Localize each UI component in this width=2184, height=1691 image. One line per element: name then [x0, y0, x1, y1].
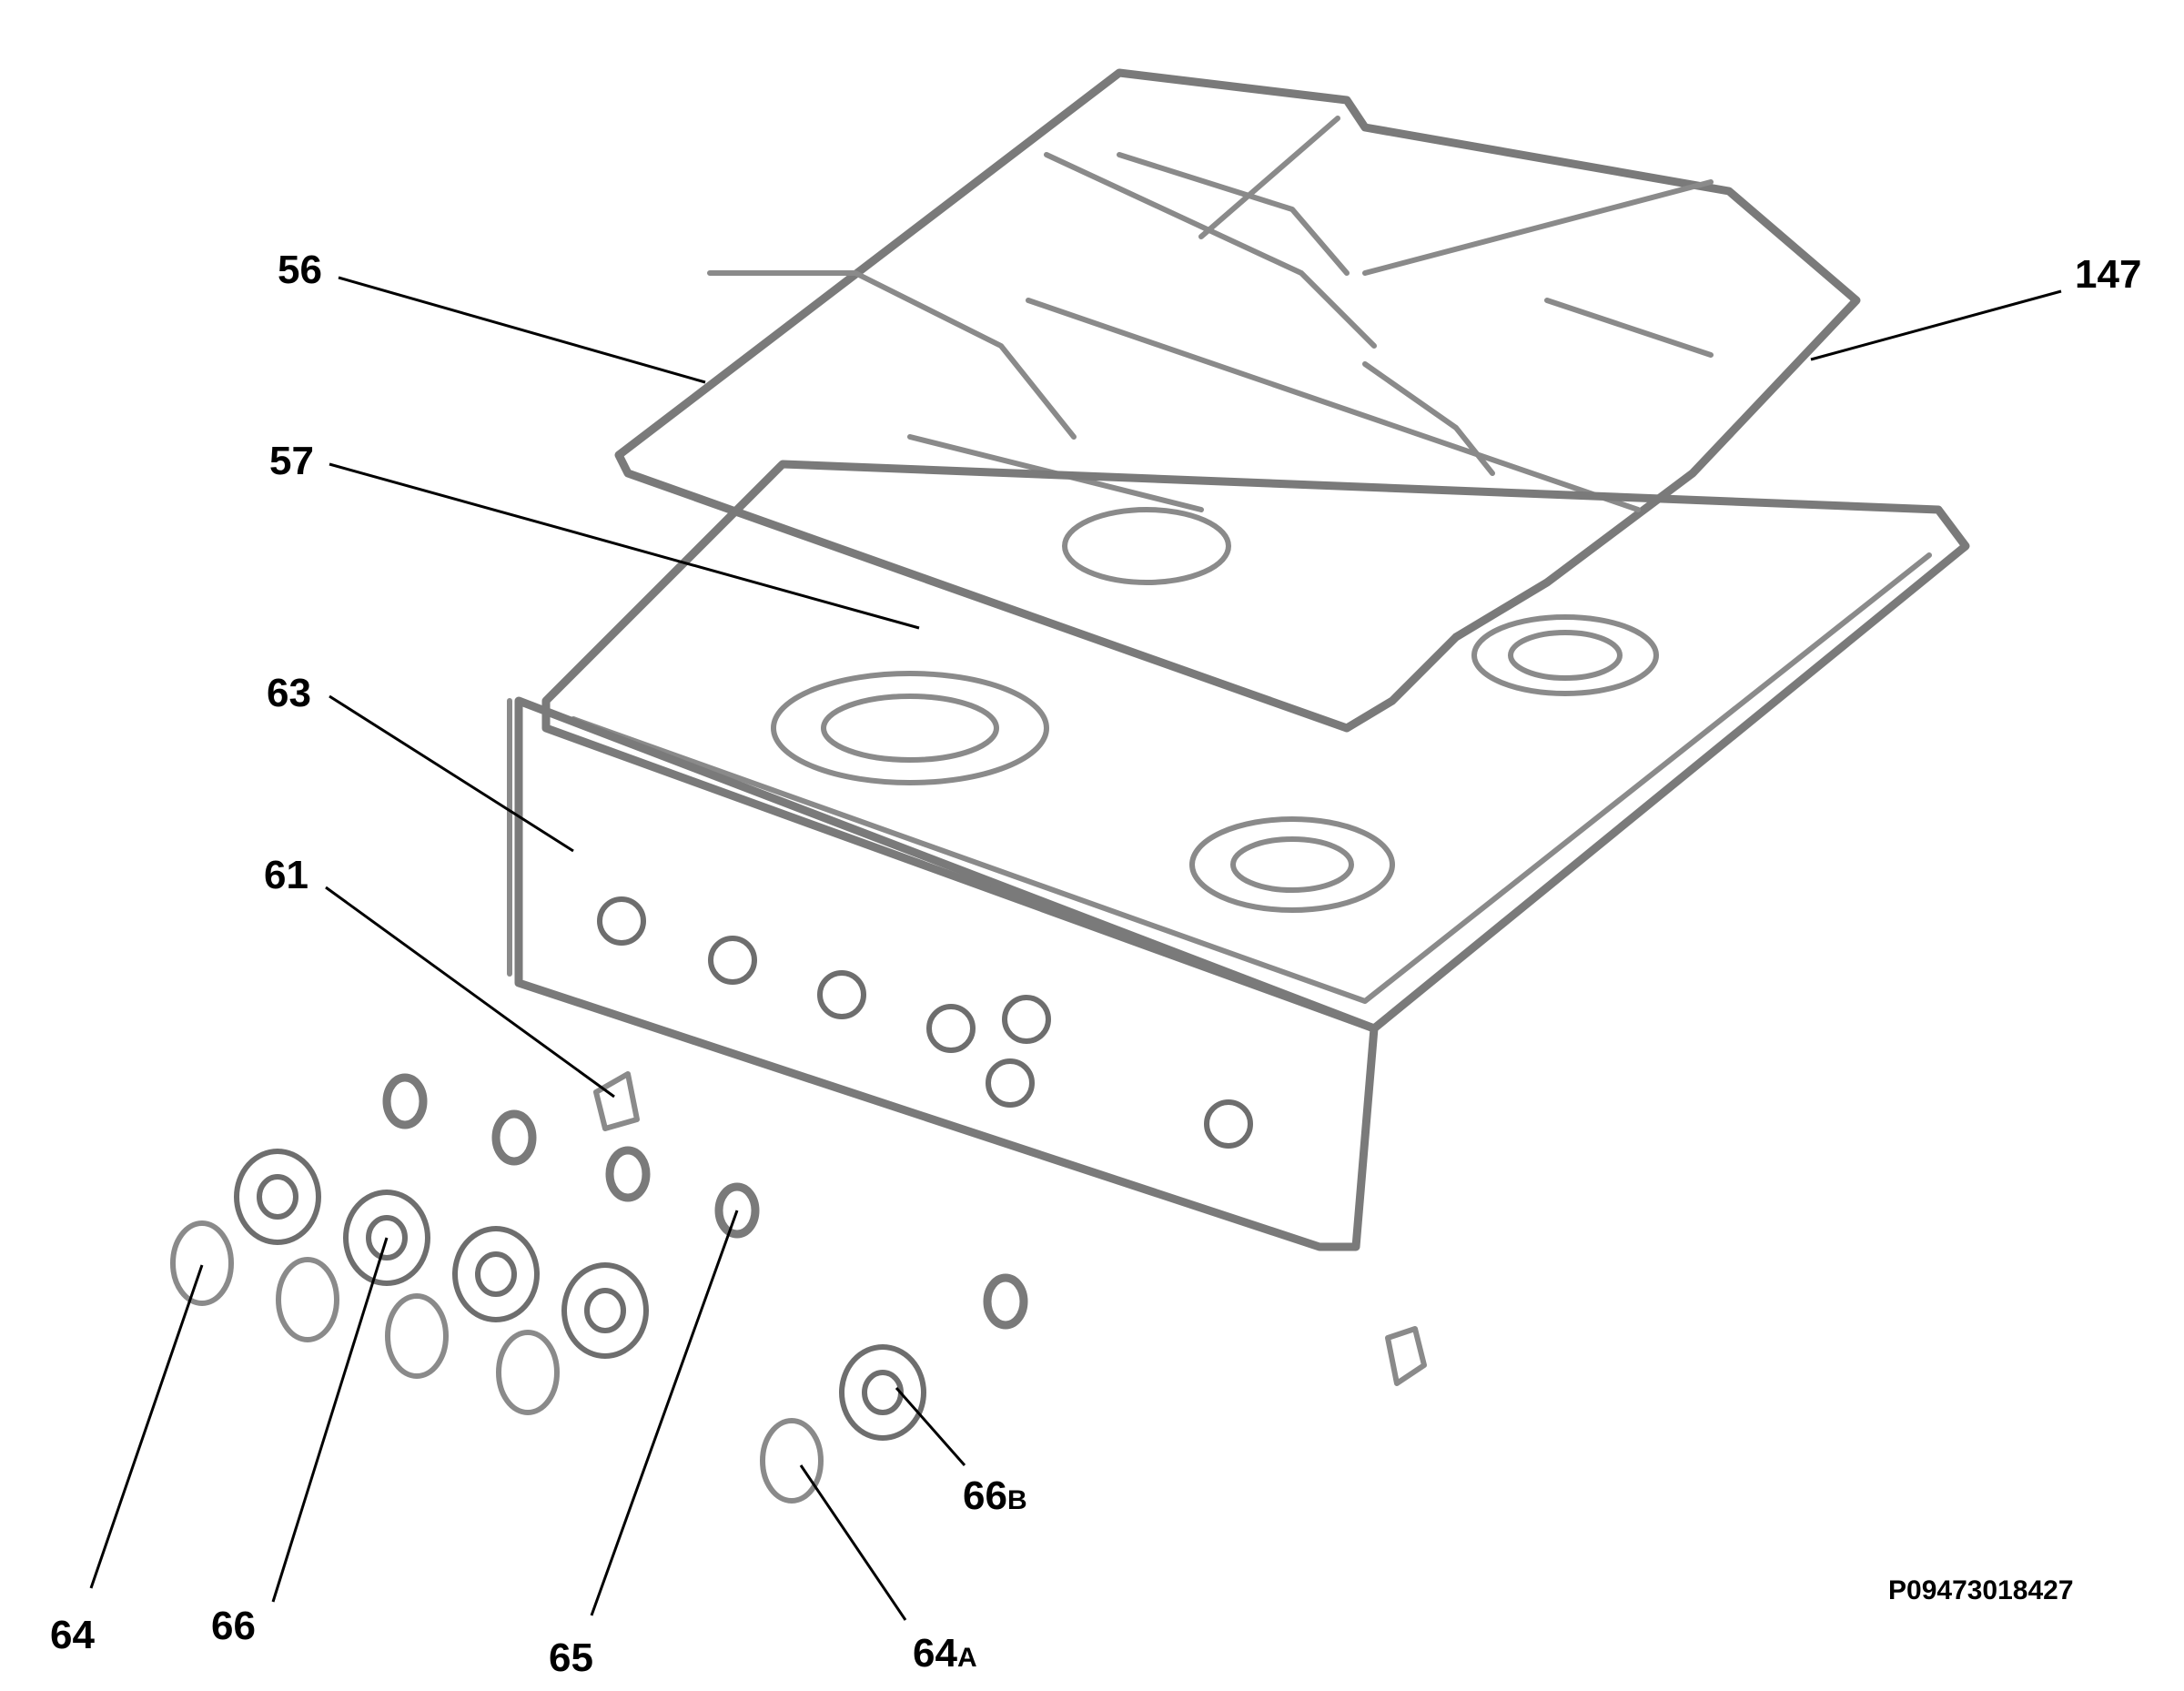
callout-61: 61	[264, 853, 308, 897]
leader-56	[338, 276, 706, 384]
leader-66b	[895, 1387, 966, 1466]
callout-64a: 64A	[913, 1631, 977, 1676]
leader-61	[325, 886, 615, 1099]
hob-top	[541, 460, 1970, 1033]
leader-64	[89, 1264, 204, 1589]
callout-147: 147	[2075, 252, 2142, 297]
leader-lines	[89, 276, 2062, 1621]
control-panel	[507, 696, 1379, 1251]
callout-65: 65	[549, 1635, 593, 1680]
callout-63: 63	[267, 671, 311, 715]
leader-63	[329, 694, 574, 853]
callout-66b: 66B	[963, 1473, 1027, 1518]
leader-57	[329, 462, 920, 630]
callout-57: 57	[269, 439, 314, 483]
leader-64a	[799, 1464, 907, 1621]
leader-66	[271, 1237, 389, 1603]
leader-147	[1810, 289, 2062, 361]
callout-56: 56	[278, 248, 322, 292]
callout-66: 66	[211, 1604, 256, 1648]
pan-support-grid	[614, 68, 1861, 733]
reference-code: P09473018427	[1888, 1575, 2074, 1605]
leader-65	[590, 1210, 739, 1616]
knob-spindles	[382, 1071, 1427, 1386]
callout-64: 64	[50, 1613, 95, 1657]
control-knobs	[170, 1220, 824, 1504]
knob-bezels	[234, 1149, 926, 1441]
